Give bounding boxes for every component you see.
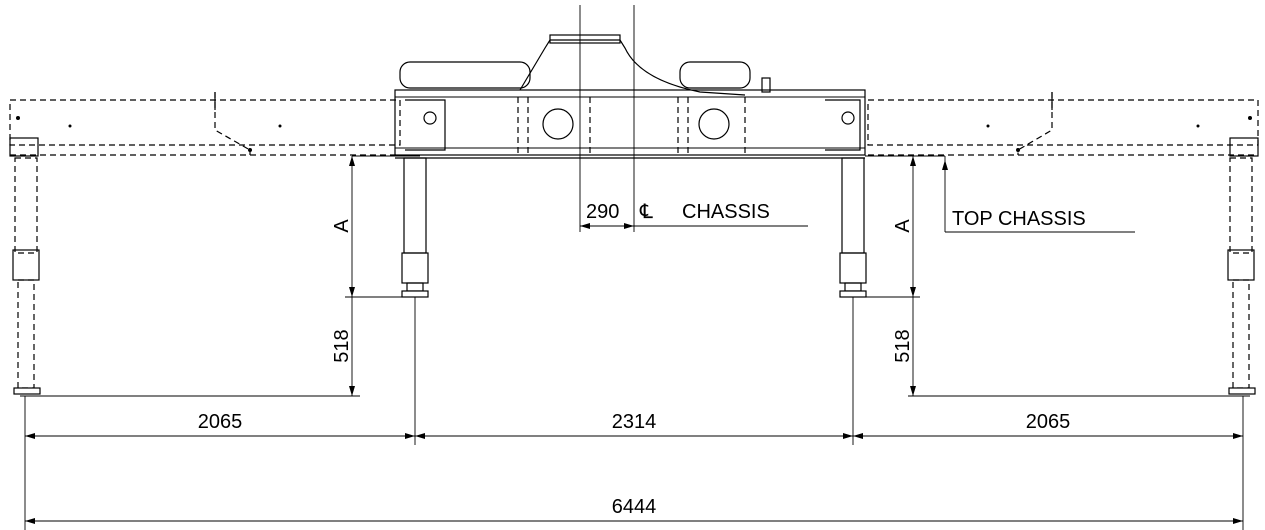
inner-left-leg [401,157,429,298]
left-leg-height-label: A [331,219,353,233]
top-chassis-leader [942,156,1135,233]
right-outrigger-beam [867,92,1259,157]
left-outrigger-beam [9,92,401,157]
overall-width-label: 6444 [612,496,657,518]
dim-centerline-offset [580,223,808,229]
dim-overall-width [25,518,1243,524]
chassis-body [394,5,866,232]
outer-right-leg [1227,157,1256,395]
centerline-offset-label: 290 [586,201,619,223]
dim-left-a [345,155,420,298]
outer-left-leg [12,157,41,395]
dim-left-518 [20,297,360,397]
dim-chain-spans [24,297,1244,530]
right-pad-height-label: 518 [892,329,914,362]
dim-right-518 [908,297,1250,397]
chassis-label: CHASSIS [682,201,770,223]
dim-right-a [852,155,945,298]
right-leg-height-label: A [892,219,914,233]
top-chassis-label: TOP CHASSIS [952,208,1086,230]
outer-left-span-label: 2065 [198,411,243,433]
inner-right-leg [839,157,867,298]
centerline-symbol: ℄ [639,201,653,223]
center-span-label: 2314 [612,411,657,433]
left-pad-height-label: 518 [331,329,353,362]
outer-right-span-label: 2065 [1026,411,1071,433]
